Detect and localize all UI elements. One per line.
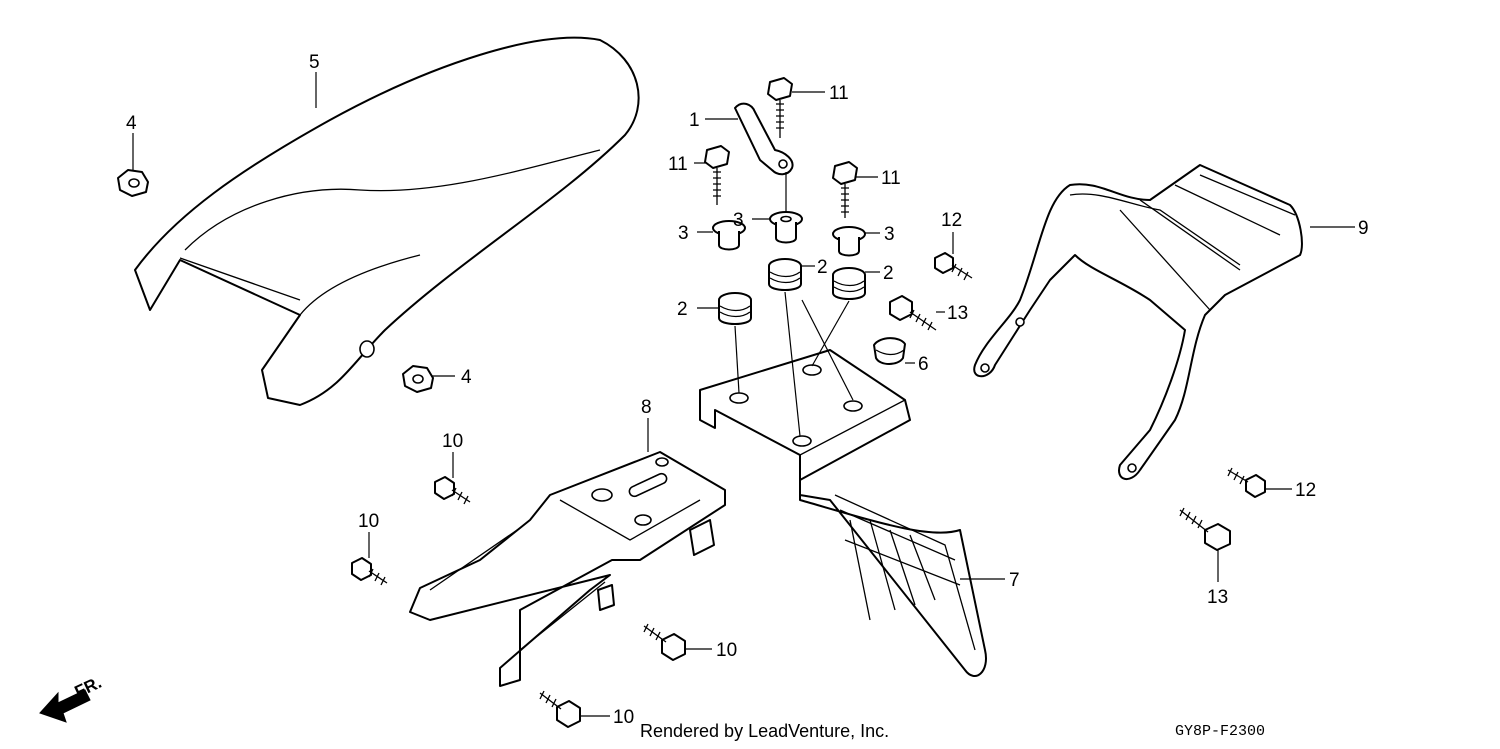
callout-4: 4 bbox=[126, 113, 137, 134]
bolt-part bbox=[704, 145, 730, 205]
grommet-nut-part bbox=[117, 169, 149, 197]
callout-11: 11 bbox=[668, 154, 688, 175]
rubber-grommet-part bbox=[768, 258, 802, 291]
callout-11: 11 bbox=[881, 168, 901, 189]
assembly-lines bbox=[734, 172, 854, 437]
flange-bolt-part bbox=[934, 252, 973, 281]
flange-bolt-part bbox=[1227, 467, 1266, 498]
callout-4: 4 bbox=[461, 367, 472, 388]
render-credit: Rendered by LeadVenture, Inc. bbox=[640, 721, 889, 741]
callout-3: 3 bbox=[884, 224, 895, 245]
bolt-part bbox=[434, 476, 471, 505]
callout-11: 11 bbox=[829, 83, 849, 104]
carrier-bracket-part bbox=[409, 451, 726, 687]
callout-2: 2 bbox=[817, 257, 828, 278]
callout-5: 5 bbox=[309, 52, 320, 73]
callout-7: 7 bbox=[1009, 570, 1020, 591]
callout-9: 9 bbox=[1358, 218, 1369, 239]
bolt-part bbox=[351, 557, 388, 586]
bolt-part bbox=[767, 77, 793, 138]
flange-bolt-part bbox=[889, 295, 937, 331]
strap-part bbox=[734, 102, 794, 176]
callout-1: 1 bbox=[689, 110, 700, 131]
rear-fender-part bbox=[699, 349, 987, 677]
callout-8: 8 bbox=[641, 397, 652, 418]
bolt-part bbox=[539, 690, 581, 728]
callout-12: 12 bbox=[1295, 480, 1316, 501]
callout-3: 3 bbox=[733, 210, 744, 231]
collar-part bbox=[832, 226, 866, 257]
callout-13: 13 bbox=[947, 303, 968, 324]
arrow-icon bbox=[39, 689, 91, 723]
rubber-grommet-part bbox=[718, 292, 752, 325]
front-direction-indicator: FR. bbox=[39, 673, 105, 723]
bolt-part bbox=[643, 623, 686, 661]
callout-10: 10 bbox=[613, 707, 634, 728]
diagram-code: GY8P-F2300 bbox=[1175, 723, 1265, 740]
callout-10: 10 bbox=[716, 640, 737, 661]
callout-2: 2 bbox=[677, 299, 688, 320]
bolt-part bbox=[832, 161, 858, 218]
grommet-nut-part bbox=[402, 365, 434, 393]
callout-12: 12 bbox=[941, 210, 962, 231]
callout-labels: 5 4 4 1 11 11 11 3 3 3 2 2 2 12 13 6 9 7… bbox=[126, 52, 1369, 728]
callout-13: 13 bbox=[1207, 587, 1228, 608]
callout-10: 10 bbox=[442, 431, 463, 452]
callout-6: 6 bbox=[918, 354, 929, 375]
grab-rail-part bbox=[973, 164, 1303, 480]
rubber-grommet-part bbox=[832, 267, 866, 300]
collar-part bbox=[769, 211, 803, 244]
flange-bolt-part bbox=[1179, 507, 1231, 551]
callout-3: 3 bbox=[678, 223, 689, 244]
rear-cowl-part bbox=[134, 36, 640, 406]
callout-2: 2 bbox=[883, 263, 894, 284]
clip-part bbox=[873, 337, 906, 365]
callout-leaders bbox=[132, 72, 1355, 717]
callout-10: 10 bbox=[358, 511, 379, 532]
collar-part bbox=[712, 220, 746, 251]
